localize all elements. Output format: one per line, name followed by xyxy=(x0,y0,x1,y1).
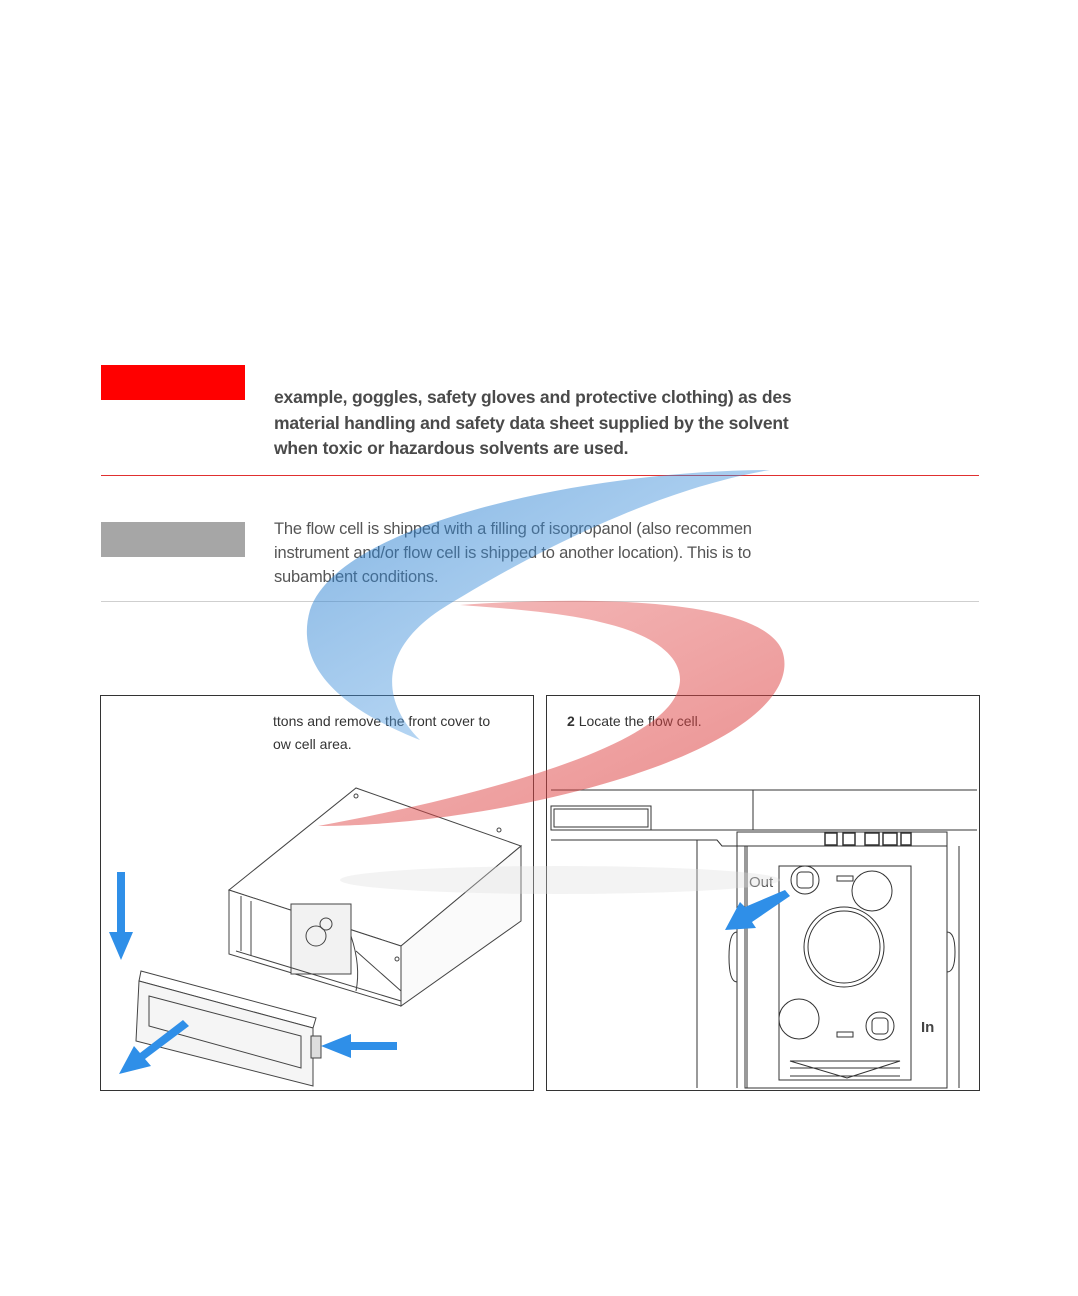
module-cover-illustration xyxy=(109,787,522,1087)
note-line: subambient conditions. xyxy=(274,568,439,586)
warning-badge xyxy=(101,365,245,400)
warning-line: material handling and safety data sheet … xyxy=(274,412,789,433)
note-line: The flow cell is shipped with a filling … xyxy=(274,520,752,538)
note-line: instrument and/or flow cell is shipped t… xyxy=(274,544,752,562)
arrow-icon xyxy=(725,890,790,930)
in-label: In xyxy=(921,1019,935,1036)
note-text: The flow cell is shipped with a filling … xyxy=(274,517,814,589)
arrow-icon xyxy=(109,872,397,1074)
step-2-panel: 2 Locate the flow cell. xyxy=(546,695,980,1091)
warning-divider xyxy=(101,475,979,476)
note-badge xyxy=(101,522,245,557)
step-1-panel: ttons and remove the front cover to ow c… xyxy=(100,695,534,1091)
out-label: Out xyxy=(749,874,774,891)
flow-cell-illustration xyxy=(550,789,977,1089)
warning-text: example, goggles, safety gloves and prot… xyxy=(274,385,814,462)
note-divider xyxy=(101,601,979,602)
warning-line: example, goggles, safety gloves and prot… xyxy=(274,387,792,407)
warning-line: when toxic or hazardous solvents are use… xyxy=(274,438,629,458)
